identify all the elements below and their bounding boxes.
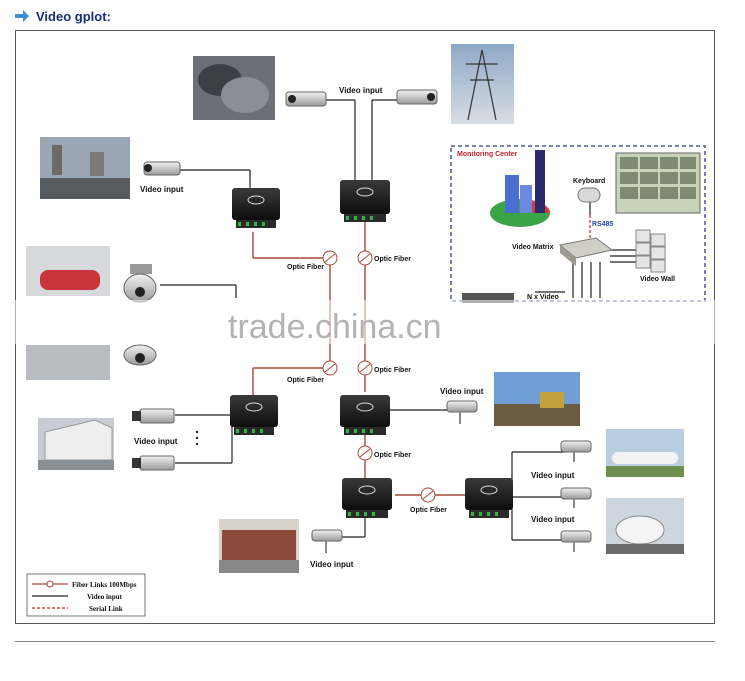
- bullet-camera-icon: [285, 91, 327, 107]
- divider: [15, 641, 715, 642]
- city-street-image: [40, 137, 130, 199]
- video-input-label: Video input: [531, 515, 575, 524]
- video-input-label: Video input: [140, 185, 184, 194]
- ellipsis-dots: [195, 430, 199, 446]
- optic-fiber-label: Optic Fiber: [410, 507, 447, 514]
- smoke-scene-image: [193, 56, 275, 120]
- box-camera-icon: [132, 408, 175, 424]
- video-input-label: Video input: [310, 560, 354, 569]
- video-input-label: Video input: [339, 86, 383, 95]
- legend-serial-label: Serial Link: [89, 605, 123, 613]
- bullet-camera-icon: [311, 529, 343, 553]
- fiber-transceiver: [340, 395, 390, 435]
- n-video-label: N x Video: [527, 294, 559, 301]
- freight-train-image: [494, 372, 580, 426]
- keyboard-label: Keyboard: [573, 178, 605, 185]
- optic-fiber-label: Optic Fiber: [287, 377, 324, 384]
- page-title: Video gplot:: [36, 8, 111, 24]
- dome-camera-icon: [123, 344, 157, 366]
- dome-camera-icon: [123, 264, 157, 303]
- header: Video gplot:: [14, 6, 111, 26]
- video-input-label: Video input: [531, 471, 575, 480]
- freight-cars-image: [219, 519, 299, 573]
- fiber-transceiver: [465, 478, 513, 518]
- bullet-camera-icon: [396, 89, 438, 105]
- video-input-label: Video input: [134, 437, 178, 446]
- optic-fiber-label: Optic Fiber: [287, 264, 324, 271]
- watermark-band: [0, 300, 745, 344]
- optic-fiber-label: Optic Fiber: [374, 256, 411, 263]
- fiber-transceiver: [230, 395, 278, 435]
- train-station-image: [26, 246, 110, 380]
- nvr-device: [462, 293, 514, 303]
- power-tower-image: [451, 44, 514, 124]
- video-matrix-label: Video Matrix: [512, 244, 554, 251]
- optic-fiber-label: Optic Fiber: [374, 367, 411, 374]
- video-matrix-icon: [558, 237, 614, 266]
- bullet-camera-icon: [560, 530, 592, 552]
- fiber-transceiver: [232, 188, 280, 228]
- legend-video-label: Video input: [87, 593, 123, 601]
- fiber-coupler-icon: [322, 250, 436, 503]
- optic-fiber-label: Optic Fiber: [374, 452, 411, 459]
- building-icon: [490, 150, 550, 227]
- arrow-icon: [15, 10, 29, 22]
- keyboard-icon: [577, 187, 601, 203]
- highspeed-train-image: [606, 429, 684, 477]
- video-wall-icon: [635, 229, 666, 273]
- bullet-camera-icon: [560, 440, 592, 462]
- box-camera-icon: [132, 455, 175, 471]
- fiber-transceiver: [340, 180, 390, 222]
- video-wall-label: Video Wall: [640, 276, 675, 283]
- bullet-camera-icon: [446, 400, 478, 424]
- monitor-screen-image: [615, 152, 701, 214]
- bullet-camera-icon: [560, 487, 592, 508]
- legend: [26, 573, 146, 617]
- video-input-label: Video input: [440, 387, 484, 396]
- monitoring-center-title: Monitoring Center: [457, 151, 518, 158]
- legend-fiber-label: Fiber Links 100Mbps: [72, 581, 137, 589]
- bullet-train-image: [606, 498, 684, 554]
- bullet-camera-icon: [143, 161, 181, 176]
- rs485-label: RS485: [592, 221, 614, 228]
- fiber-transceiver: [342, 478, 392, 518]
- watermark-text: trade.china.cn: [228, 308, 442, 346]
- warehouse-image: [38, 418, 114, 470]
